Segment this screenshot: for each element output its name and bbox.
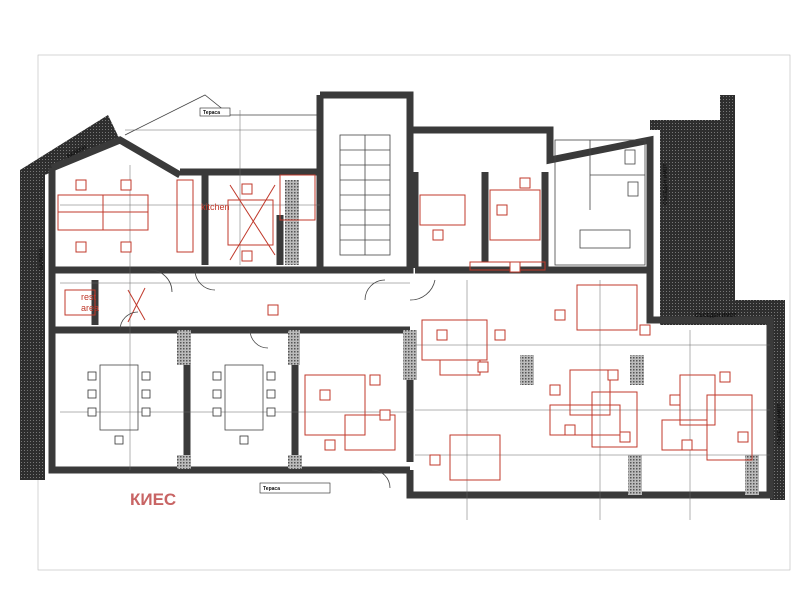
label-rest-area-1: rest: [81, 292, 97, 302]
office-furniture: [57, 174, 753, 481]
office-chairs: [75, 177, 749, 466]
watermark-logo: КИЕС: [130, 490, 176, 509]
staircase: [339, 134, 391, 256]
label-balcony-left: БАЛКОН: [39, 248, 45, 270]
label-neighbor-1: СЪСЕДЕН ИМОТ: [663, 164, 669, 205]
neighbor-property-hatching: [20, 95, 785, 500]
label-neighbor-3: СЪСЕДЕН ИМОТ: [777, 404, 783, 445]
label-terrace-top: Тераса: [203, 110, 220, 116]
terrace-bottom-box: [259, 482, 331, 494]
label-kitchen: kitchen: [201, 202, 230, 212]
door-swings: [119, 269, 436, 489]
walls: [48, 91, 774, 499]
meeting-tables: [87, 364, 276, 445]
bathrooms: [554, 139, 646, 266]
label-neighbor-2: СЪСЕДЕН ИМОТ: [695, 313, 736, 319]
terrace-top: [124, 94, 320, 136]
columns: [177, 180, 759, 495]
label-terrace-bottom: Тераса: [263, 486, 280, 492]
label-rest-area-2: area: [81, 303, 99, 313]
